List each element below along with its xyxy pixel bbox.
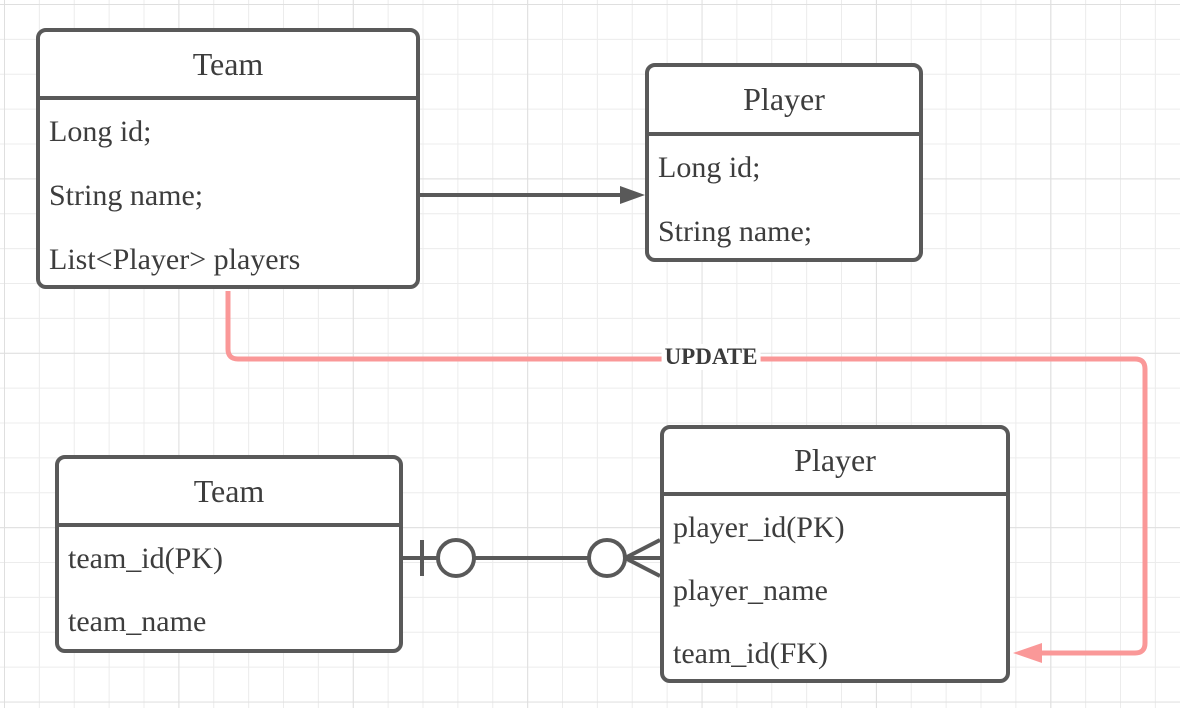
team-to-player-arrow[interactable]: [420, 186, 645, 204]
attribute-row: player_name: [673, 573, 828, 607]
er-table-player-title: Player: [664, 429, 1006, 496]
arrowhead-icon: [620, 186, 645, 204]
zero-circle-icon: [436, 538, 476, 578]
uml-class-player[interactable]: Player Long id; String name;: [645, 63, 923, 262]
er-table-team[interactable]: Team team_id(PK) team_name: [55, 455, 403, 653]
one-to-many-connector[interactable]: [402, 538, 661, 578]
uml-class-team-title: Team: [40, 32, 416, 100]
update-flow-line[interactable]: [225, 291, 1148, 656]
update-edge-label[interactable]: UPDATE: [661, 344, 761, 370]
attribute-row: String name;: [49, 179, 204, 212]
attribute-row: Long id;: [658, 151, 761, 184]
uml-class-team[interactable]: Team Long id; String name; List<Player> …: [36, 28, 420, 289]
attribute-row: Long id;: [49, 115, 152, 148]
attribute-row: player_id(PK): [673, 510, 845, 544]
attribute-row: team_id(FK): [673, 636, 828, 670]
attribute-row: team_id(PK): [68, 541, 223, 575]
attribute-row: String name;: [658, 215, 813, 248]
er-table-team-title: Team: [59, 459, 399, 527]
attribute-row: List<Player> players: [49, 243, 301, 276]
red-arrowhead-icon: [1013, 643, 1042, 663]
zero-circle-icon: [587, 538, 627, 578]
crows-foot-icon: [624, 538, 661, 578]
uml-class-player-title: Player: [649, 67, 919, 136]
attribute-row: team_name: [68, 604, 207, 638]
update-flow-edge[interactable]: [225, 291, 1148, 663]
er-table-player[interactable]: Player player_id(PK) player_name team_id…: [660, 425, 1010, 683]
